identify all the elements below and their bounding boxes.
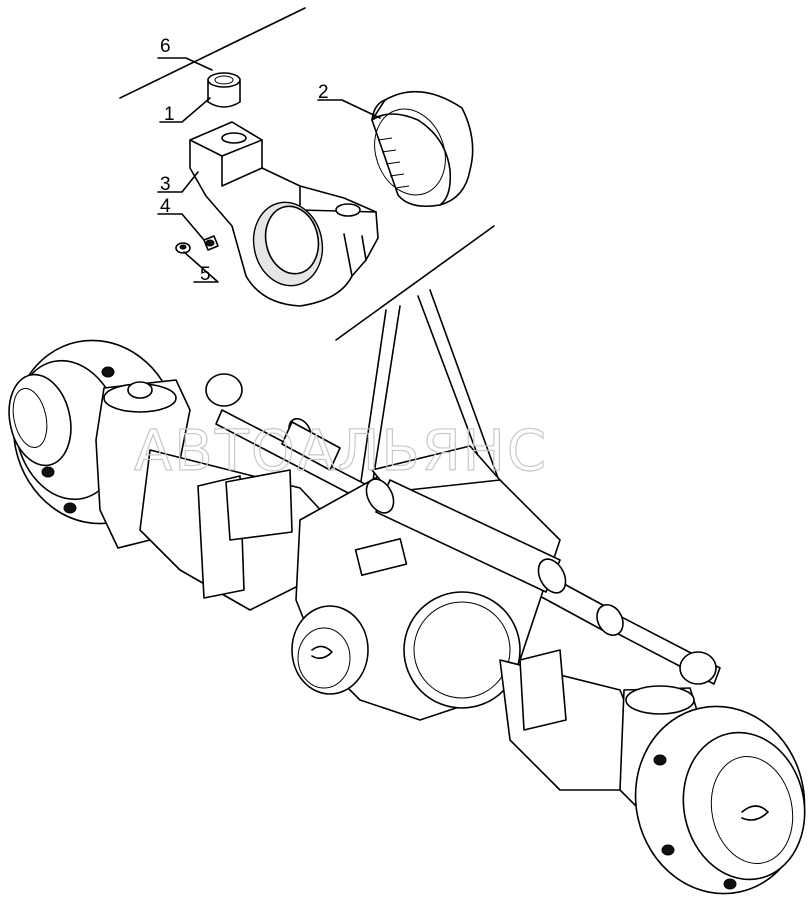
part-3-pivot-bracket[interactable]: [189, 121, 379, 307]
callout-4: 4: [160, 196, 171, 217]
callout-5: 5: [200, 264, 211, 285]
callout-3: 3: [160, 174, 171, 195]
front-axle-assembly: [8, 339, 806, 895]
part-4-grease-nipple[interactable]: [203, 235, 219, 251]
watermark-text: АВТОАЛЬЯНС: [134, 419, 548, 484]
callout-2: 2: [318, 82, 329, 103]
callout-6: 6: [160, 36, 171, 57]
part-2-bearing-ring[interactable]: [363, 90, 474, 208]
part-5-plug[interactable]: [175, 242, 191, 254]
callout-1: 1: [164, 104, 175, 125]
part-1-bushing[interactable]: [207, 72, 241, 108]
group-separator-line: [119, 7, 306, 99]
